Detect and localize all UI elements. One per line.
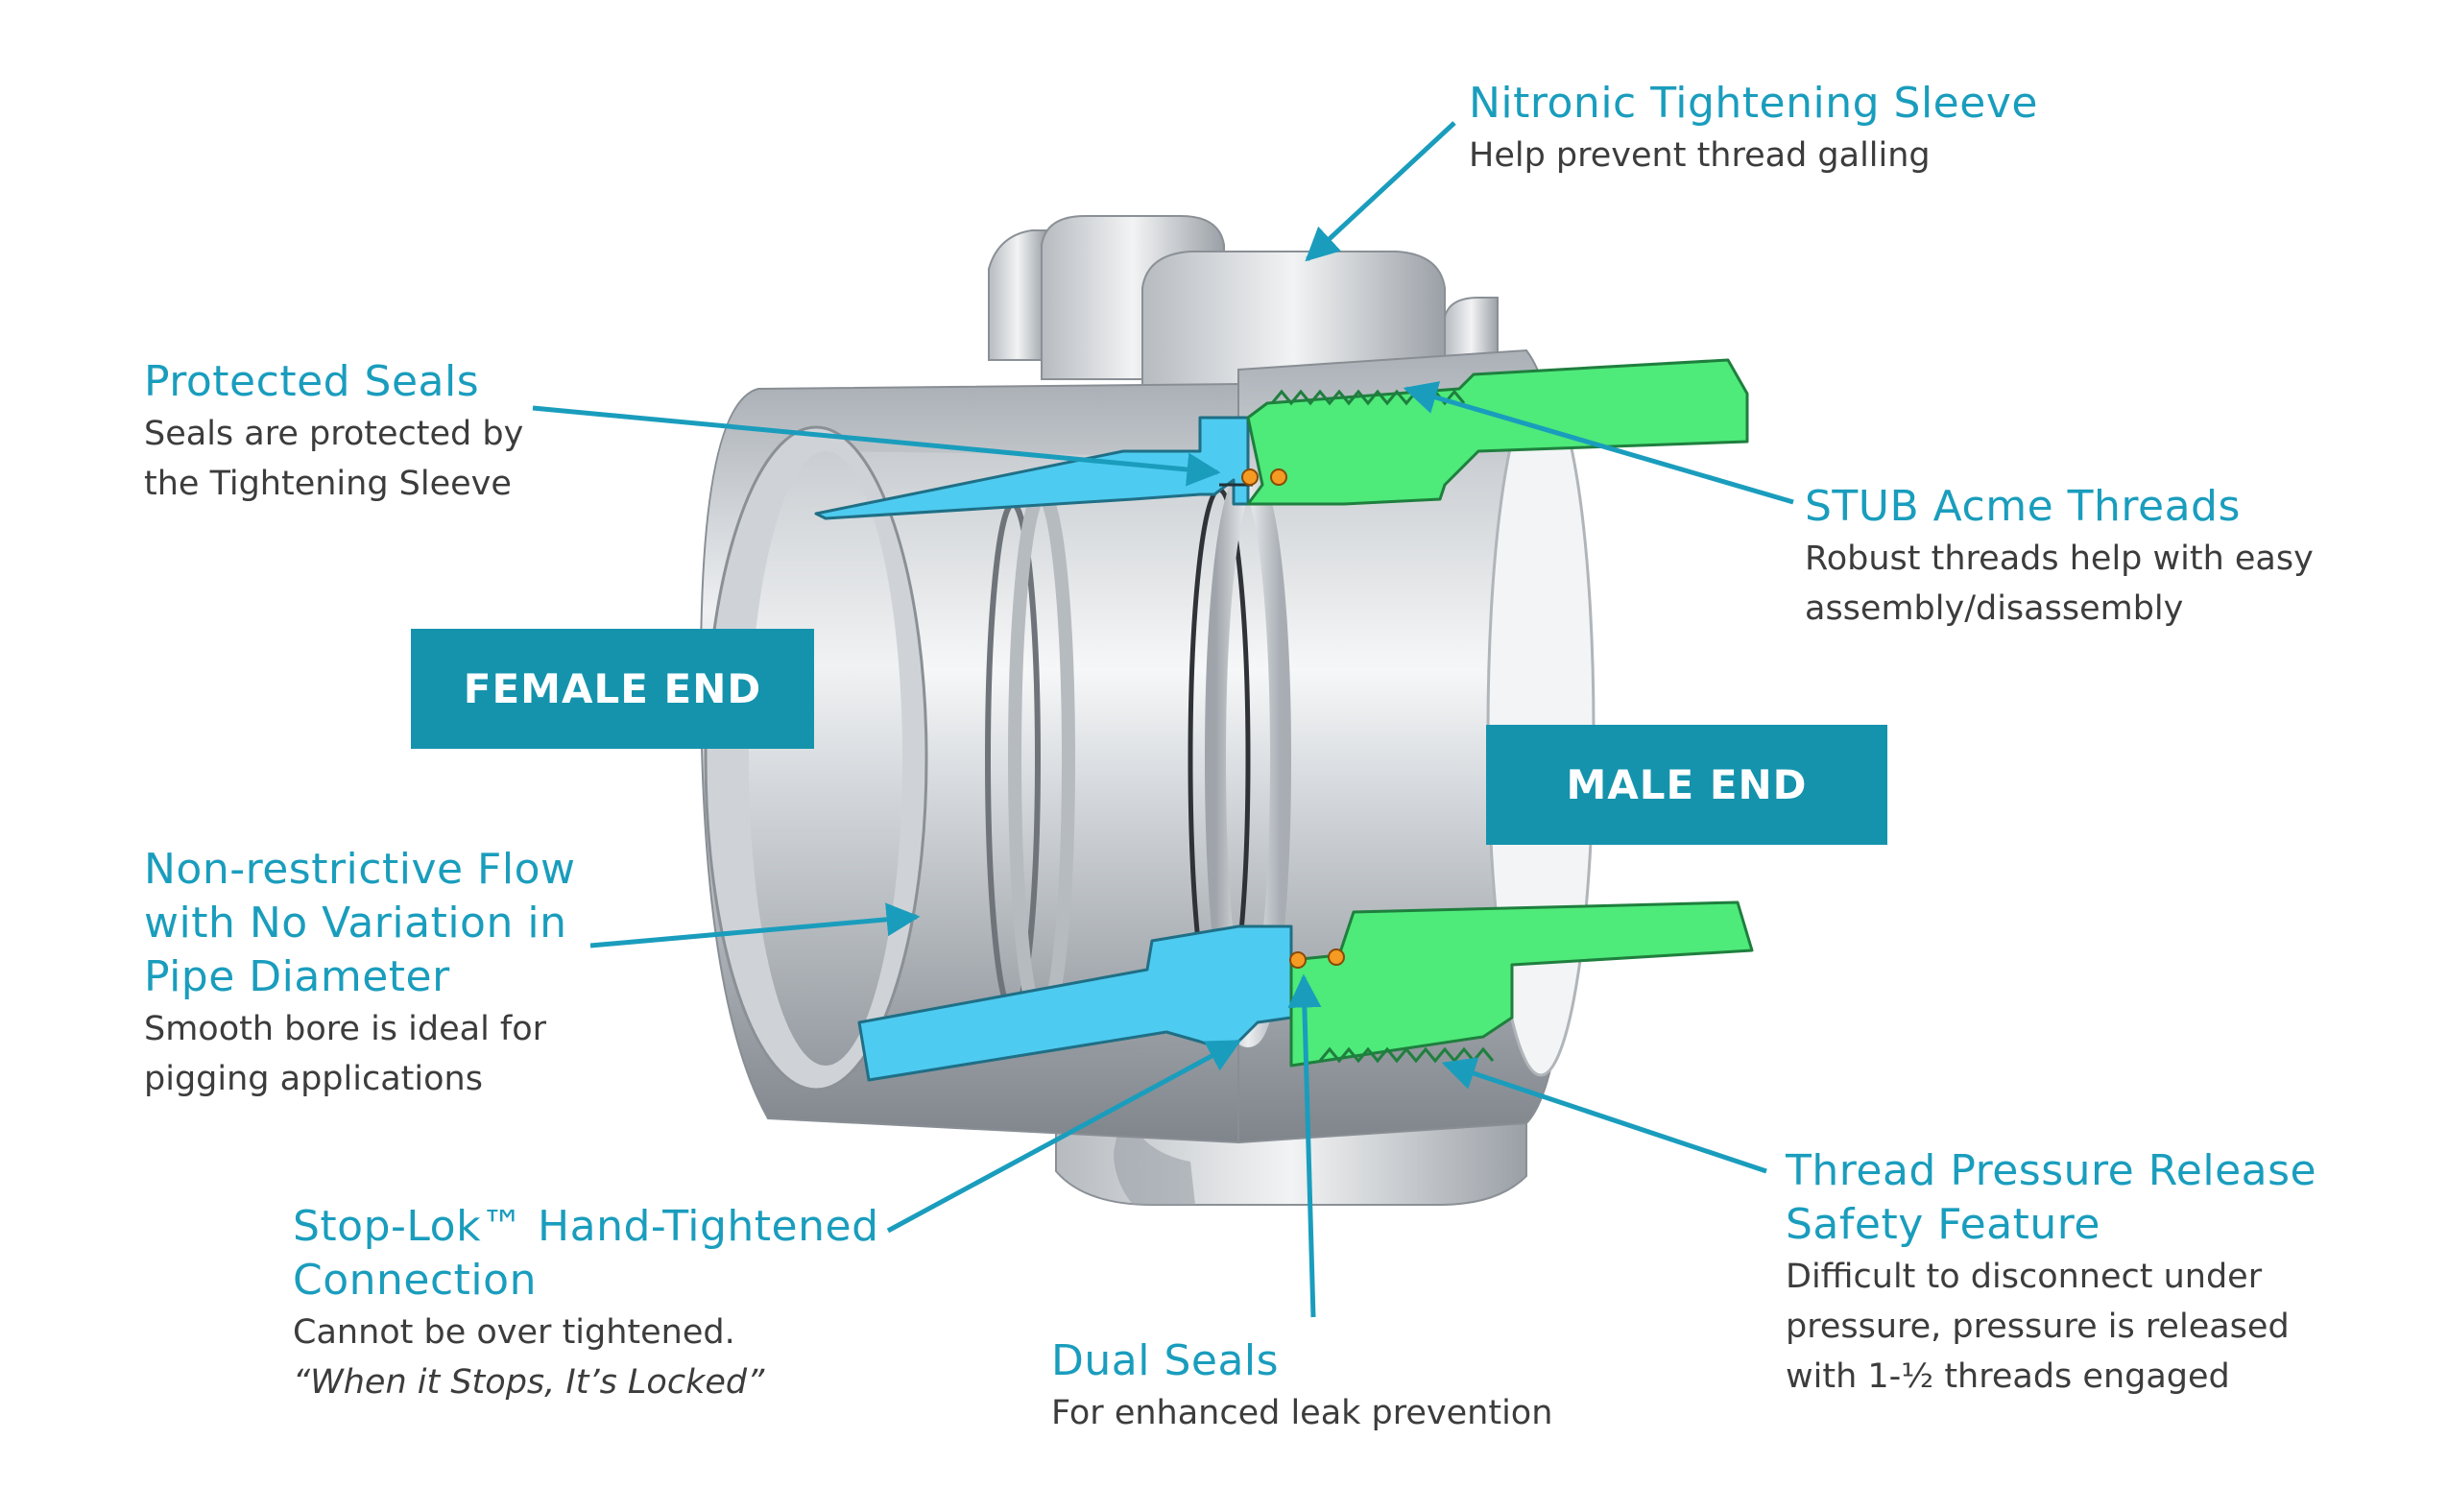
arrow-dual-seals: [1287, 973, 1322, 1318]
female-opening-inner: [749, 451, 902, 1066]
female-section-bottom: [857, 924, 1293, 1082]
callout-protected-seals: Protected Seals Seals are protected by t…: [144, 355, 523, 509]
female-section-top: [814, 416, 1250, 520]
callout-desc: Seals are protected by: [144, 415, 524, 453]
arrow-pressure-release: [1441, 1057, 1767, 1174]
callout-title: STUB Acme Threads: [1805, 482, 2241, 531]
callout-desc: For enhanced leak prevention: [1051, 1394, 1553, 1432]
callout-desc: pigging applications: [144, 1060, 483, 1098]
callout-title: Pipe Diameter: [144, 952, 450, 1001]
callout-desc: Help prevent thread galling: [1469, 136, 1931, 175]
callout-nitronic: Nitronic Tightening Sleeve Help prevent …: [1469, 77, 2038, 180]
callout-stub-acme: STUB Acme Threads Robust threads help wi…: [1805, 480, 2314, 634]
callout-title: Nitronic Tightening Sleeve: [1469, 79, 2038, 128]
callout-title: Non-restrictive Flow: [144, 845, 576, 894]
callout-title: Stop-Lok™ Hand-Tightened: [293, 1202, 879, 1251]
female-end-label: FEMALE END: [411, 629, 814, 749]
arrow-nitronic: [1305, 121, 1456, 262]
callout-title: Safety Feature: [1786, 1200, 2100, 1249]
acme-threads-bottom: [1318, 1046, 1495, 1064]
callout-title: Connection: [293, 1256, 537, 1305]
callout-title: Protected Seals: [144, 357, 480, 406]
callout-pressure-release: Thread Pressure Release Safety Feature D…: [1786, 1144, 2316, 1402]
callout-desc: Difficult to disconnect under: [1786, 1258, 2263, 1296]
callout-title: with No Variation in: [144, 899, 567, 948]
callout-dual-seals: Dual Seals For enhanced leak prevention: [1051, 1334, 1552, 1438]
callout-title: Thread Pressure Release: [1786, 1146, 2317, 1195]
callout-desc: the Tightening Sleeve: [144, 465, 512, 503]
tightening-sleeve-lugs-top: [988, 215, 1499, 395]
arrow-flow: [589, 902, 921, 948]
callout-desc: Cannot be over tightened.: [293, 1313, 735, 1352]
arrow-protected-seals: [532, 405, 1221, 487]
callout-desc: pressure, pressure is released: [1786, 1308, 2290, 1346]
seals-top: [1241, 468, 1287, 486]
callout-desc: with 1-½ threads engaged: [1786, 1357, 2230, 1396]
arrow-stoplok: [886, 1039, 1242, 1234]
callout-desc: Smooth bore is ideal for: [144, 1010, 547, 1048]
leader-arrows: [532, 121, 1794, 1318]
callout-desc: Robust threads help with easy: [1805, 540, 2314, 578]
arrow-stub-acme: [1403, 381, 1794, 505]
callout-slogan: “When it Stops, It’s Locked”: [293, 1363, 765, 1402]
male-section-bottom: [1289, 900, 1754, 1068]
callout-title: Dual Seals: [1051, 1336, 1280, 1385]
callout-desc: assembly/disassembly: [1805, 589, 2184, 628]
male-end-label: MALE END: [1486, 725, 1887, 845]
seals-bottom: [1289, 948, 1345, 969]
callout-stoplok: Stop-Lok™ Hand-Tightened Connection Cann…: [293, 1200, 879, 1407]
callout-flow: Non-restrictive Flow with No Variation i…: [144, 843, 575, 1104]
